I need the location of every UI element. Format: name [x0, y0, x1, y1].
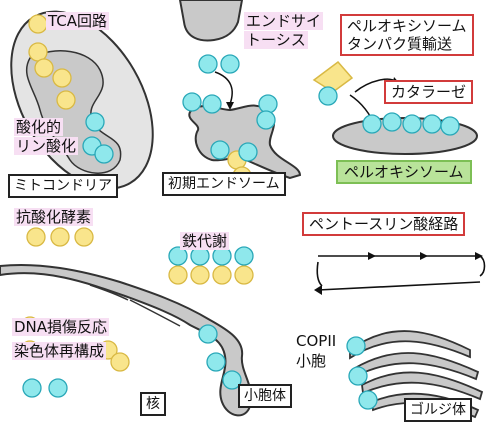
label-antioxidant: 抗酸化酵素	[14, 208, 94, 226]
label-copii-2: 小胞	[296, 352, 327, 370]
label-oxphos-2: リン酸化	[14, 137, 79, 155]
plasma-membrane	[178, 0, 244, 42]
label-mitochondria: ミトコンドリア	[8, 174, 118, 198]
label-nucleus: 核	[140, 392, 166, 416]
label-early-endosome: 初期エンドソーム	[162, 172, 286, 196]
cyan-circles	[22, 54, 460, 410]
peroxisome-import-line-2: タンパク質輸送	[347, 35, 453, 53]
label-ppp: ペントースリン酸経路	[302, 212, 466, 236]
label-chromatin: 染色体再構成	[12, 342, 107, 360]
label-peroxisome-import: ペルオキシソーム タンパク質輸送	[340, 14, 474, 56]
label-iron: 鉄代謝	[180, 232, 230, 250]
label-vacuole: 小胞体	[238, 384, 292, 408]
golgi-stack	[349, 330, 484, 419]
label-tca: TCA回路	[46, 12, 110, 30]
label-oxphos-1: 酸化的	[14, 118, 64, 136]
endocytosis-arrow	[214, 71, 233, 105]
label-catalase: カタラーゼ	[384, 80, 474, 104]
label-peroxisome: ペルオキシソーム	[336, 160, 472, 184]
label-golgi: ゴルジ体	[404, 398, 472, 422]
label-dna-repair: DNA損傷反応	[12, 318, 110, 336]
peroxisome-import-line-1: ペルオキシソーム	[347, 17, 467, 35]
label-copii-1: COPII	[296, 332, 337, 350]
label-endocytosis-2: トーシス	[244, 31, 308, 49]
catalase-diamond	[312, 60, 354, 93]
ppp-arrows	[314, 252, 486, 295]
label-endocytosis-1: エンドサイ	[244, 12, 324, 30]
